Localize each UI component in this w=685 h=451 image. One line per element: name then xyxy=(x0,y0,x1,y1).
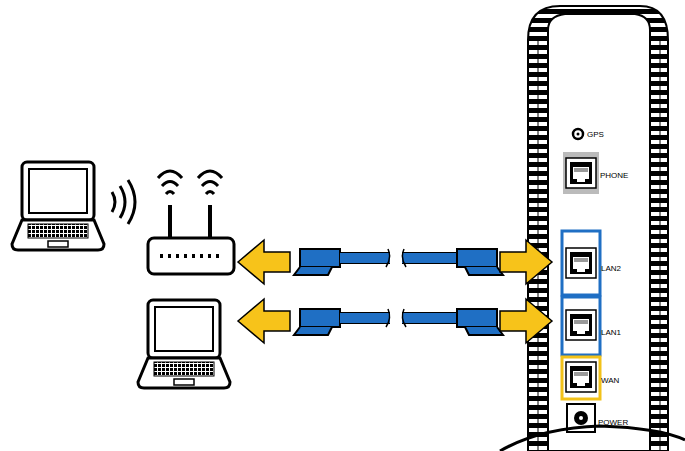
port-label: LAN1 xyxy=(601,328,621,338)
port-label: WAN xyxy=(601,376,619,386)
port-label: LAN2 xyxy=(601,264,621,274)
port-label: PHONE xyxy=(600,171,628,181)
port-label: POWER xyxy=(598,418,628,428)
gps-label: GPS xyxy=(587,130,604,140)
